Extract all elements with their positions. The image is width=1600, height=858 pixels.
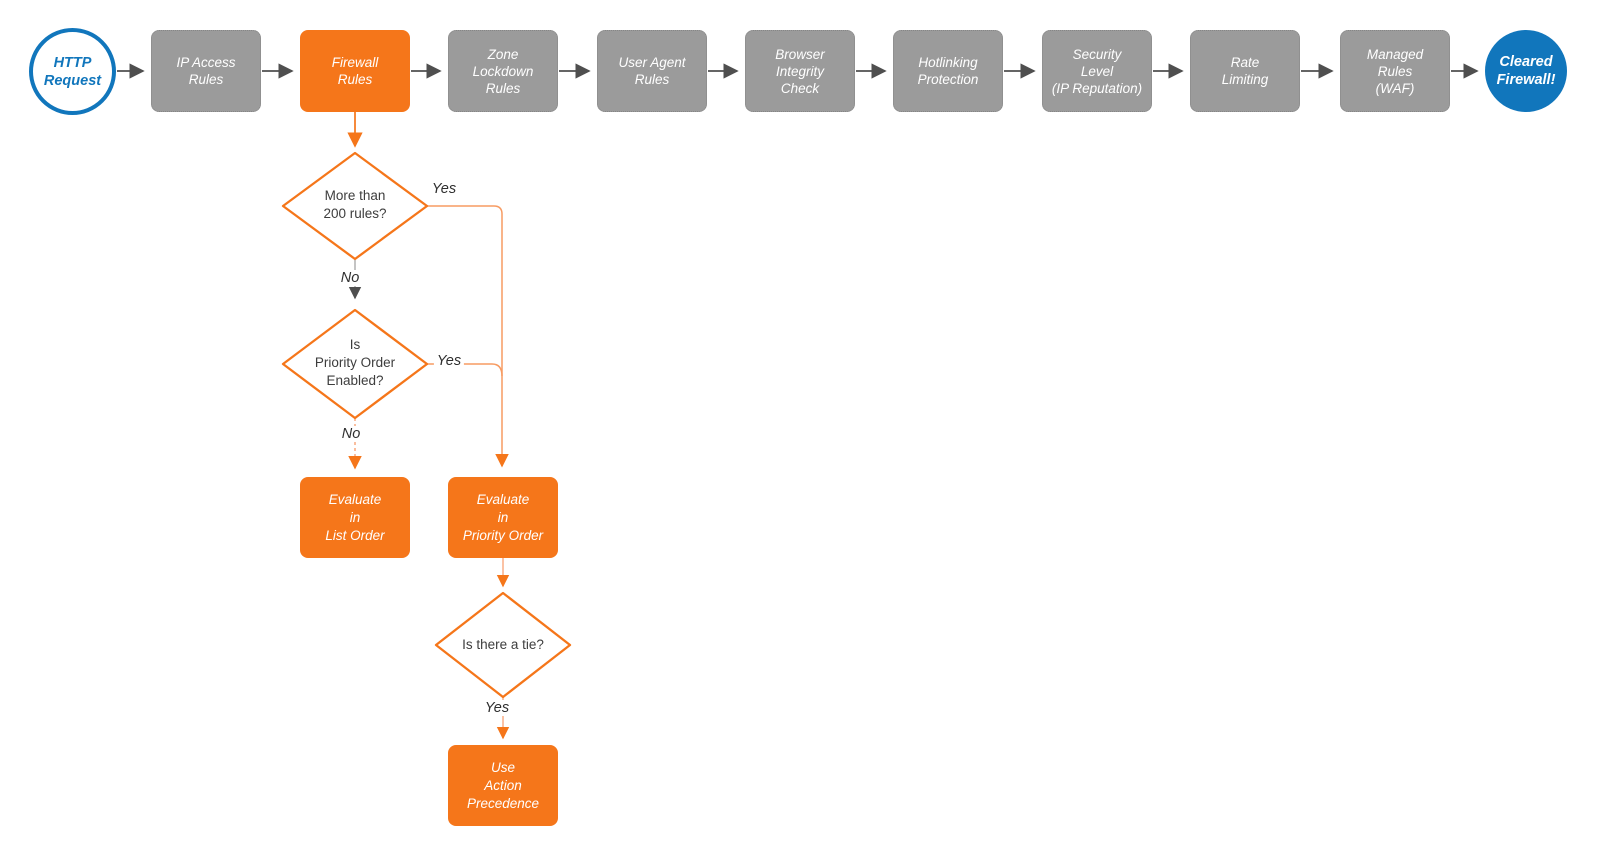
stage-zone-lockdown-rules: Zone Lockdown Rules — [448, 30, 558, 112]
stage-browser-integrity-check: Browser Integrity Check — [745, 30, 855, 112]
action-use-action-precedence-label: Use Action Precedence — [466, 759, 540, 811]
stage-rate-limiting-label: Rate Limiting — [1221, 55, 1269, 87]
arrow-decision1-yes-to-priority-order — [427, 205, 509, 468]
decision1-yes-label: Yes — [428, 181, 460, 197]
stage-ip-access-rules-label: IP Access Rules — [176, 55, 236, 87]
stage-user-agent-rules: User Agent Rules — [597, 30, 707, 112]
decision3-yes-label: Yes — [481, 700, 513, 716]
start-node-http-request: HTTP Request — [29, 28, 116, 115]
stage-firewall-rules-label: Firewall Rules — [331, 55, 379, 87]
decision1-question: More than 200 rules? — [323, 188, 387, 221]
end-node-label: Cleared Firewall! — [1496, 54, 1556, 88]
start-node-label: HTTP Request — [43, 54, 102, 89]
stage-ip-access-rules: IP Access Rules — [151, 30, 261, 112]
stage-security-level-label: Security Level (IP Reputation) — [1051, 46, 1143, 96]
stage-user-agent-rules-label: User Agent Rules — [618, 55, 686, 87]
stage-managed-rules-waf-label: Managed Rules (WAF) — [1366, 46, 1424, 96]
decision2-diamond — [281, 308, 429, 420]
stage-browser-integrity-check-label: Browser Integrity Check — [775, 46, 825, 96]
decision3-question: Is there a tie? — [462, 637, 544, 652]
stage-zone-lockdown-rules-label: Zone Lockdown Rules — [472, 46, 534, 96]
action-use-action-precedence: Use Action Precedence — [448, 745, 558, 826]
decision1-no-label: No — [337, 270, 363, 286]
action-evaluate-in-priority-order-label: Evaluate in Priority Order — [462, 491, 544, 543]
decision1-diamond — [281, 151, 429, 261]
action-evaluate-in-list-order-label: Evaluate in List Order — [325, 491, 385, 543]
stage-managed-rules-waf: Managed Rules (WAF) — [1340, 30, 1450, 112]
stage-hotlinking-protection-label: Hotlinking Protection — [917, 55, 979, 87]
decision2-no-label: No — [338, 426, 364, 442]
end-node-cleared-firewall: Cleared Firewall! — [1485, 30, 1567, 112]
decision2-question: Is Priority Order Enabled? — [314, 337, 396, 388]
stage-firewall-rules: Firewall Rules — [300, 30, 410, 112]
action-evaluate-in-list-order: Evaluate in List Order — [300, 477, 410, 558]
action-evaluate-in-priority-order: Evaluate in Priority Order — [448, 477, 558, 558]
stage-hotlinking-protection: Hotlinking Protection — [893, 30, 1003, 112]
decision3-diamond — [434, 591, 572, 699]
arrow-decision2-yes-merge — [427, 363, 503, 377]
stage-security-level: Security Level (IP Reputation) — [1042, 30, 1152, 112]
stage-rate-limiting: Rate Limiting — [1190, 30, 1300, 112]
decision2-yes-label: Yes — [433, 353, 465, 369]
